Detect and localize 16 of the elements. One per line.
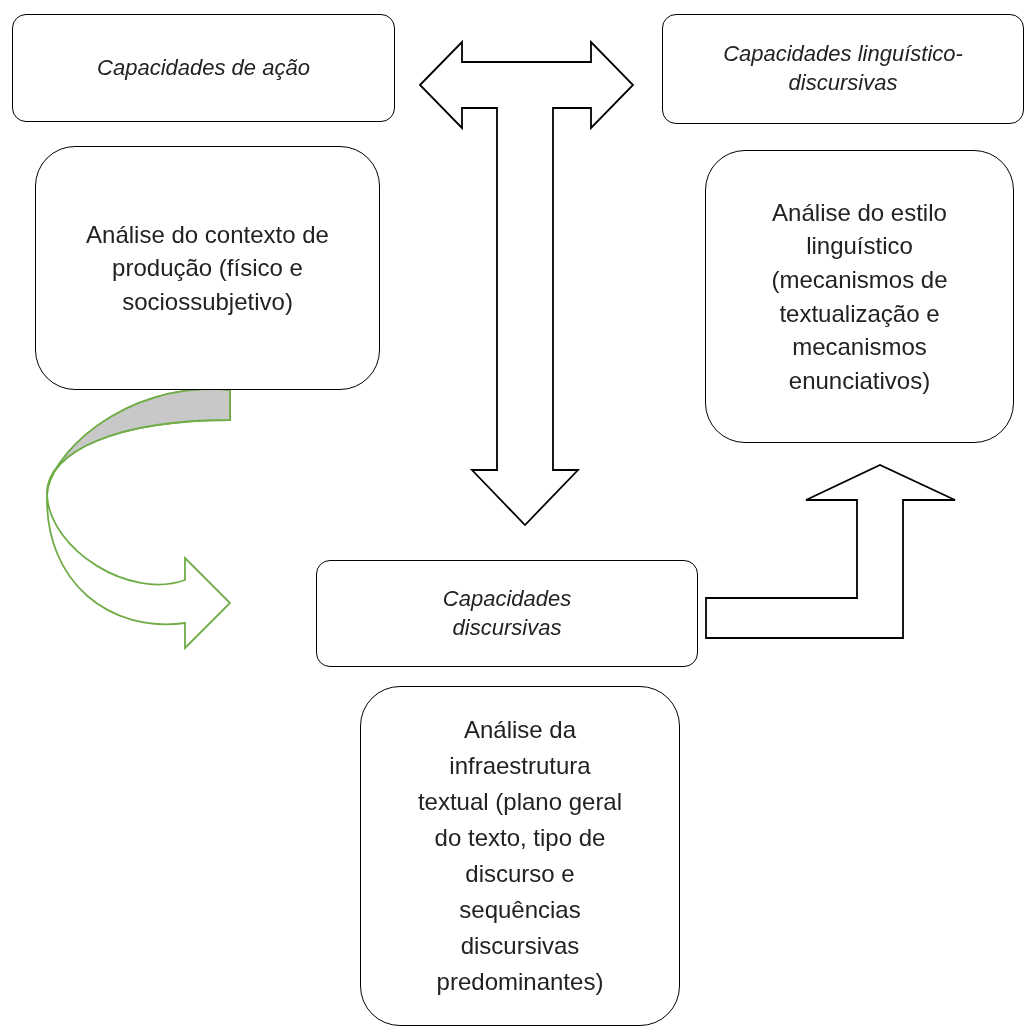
bent-block-arrow <box>705 464 956 639</box>
box-text: Capacidades linguístico-discursivas <box>722 40 964 97</box>
box-text: Capacidades discursivas <box>441 584 573 642</box>
box-text: Capacidades de ação <box>97 53 310 82</box>
heading-box <box>12 14 395 122</box>
double-block-arrow <box>418 39 635 131</box>
heading-box <box>316 560 698 667</box>
box-text: Análise do estilo linguístico (mecanismos de textualização e mecanismos enunciativos) <box>770 197 949 396</box>
curved-arrow <box>46 388 231 649</box>
rounded-box <box>35 146 380 390</box>
rounded-box <box>705 150 1014 443</box>
heading-box <box>662 14 1024 124</box>
box-text: Análise do contexto de produção (físico e sociossubjetivo) <box>85 219 330 317</box>
rounded-box <box>360 686 680 1026</box>
box-text: Análise da infraestrutura textual (plano geral do texto, tipo de discurso e sequências discursivas predominantes) <box>416 715 624 997</box>
block-arrow <box>469 106 581 527</box>
